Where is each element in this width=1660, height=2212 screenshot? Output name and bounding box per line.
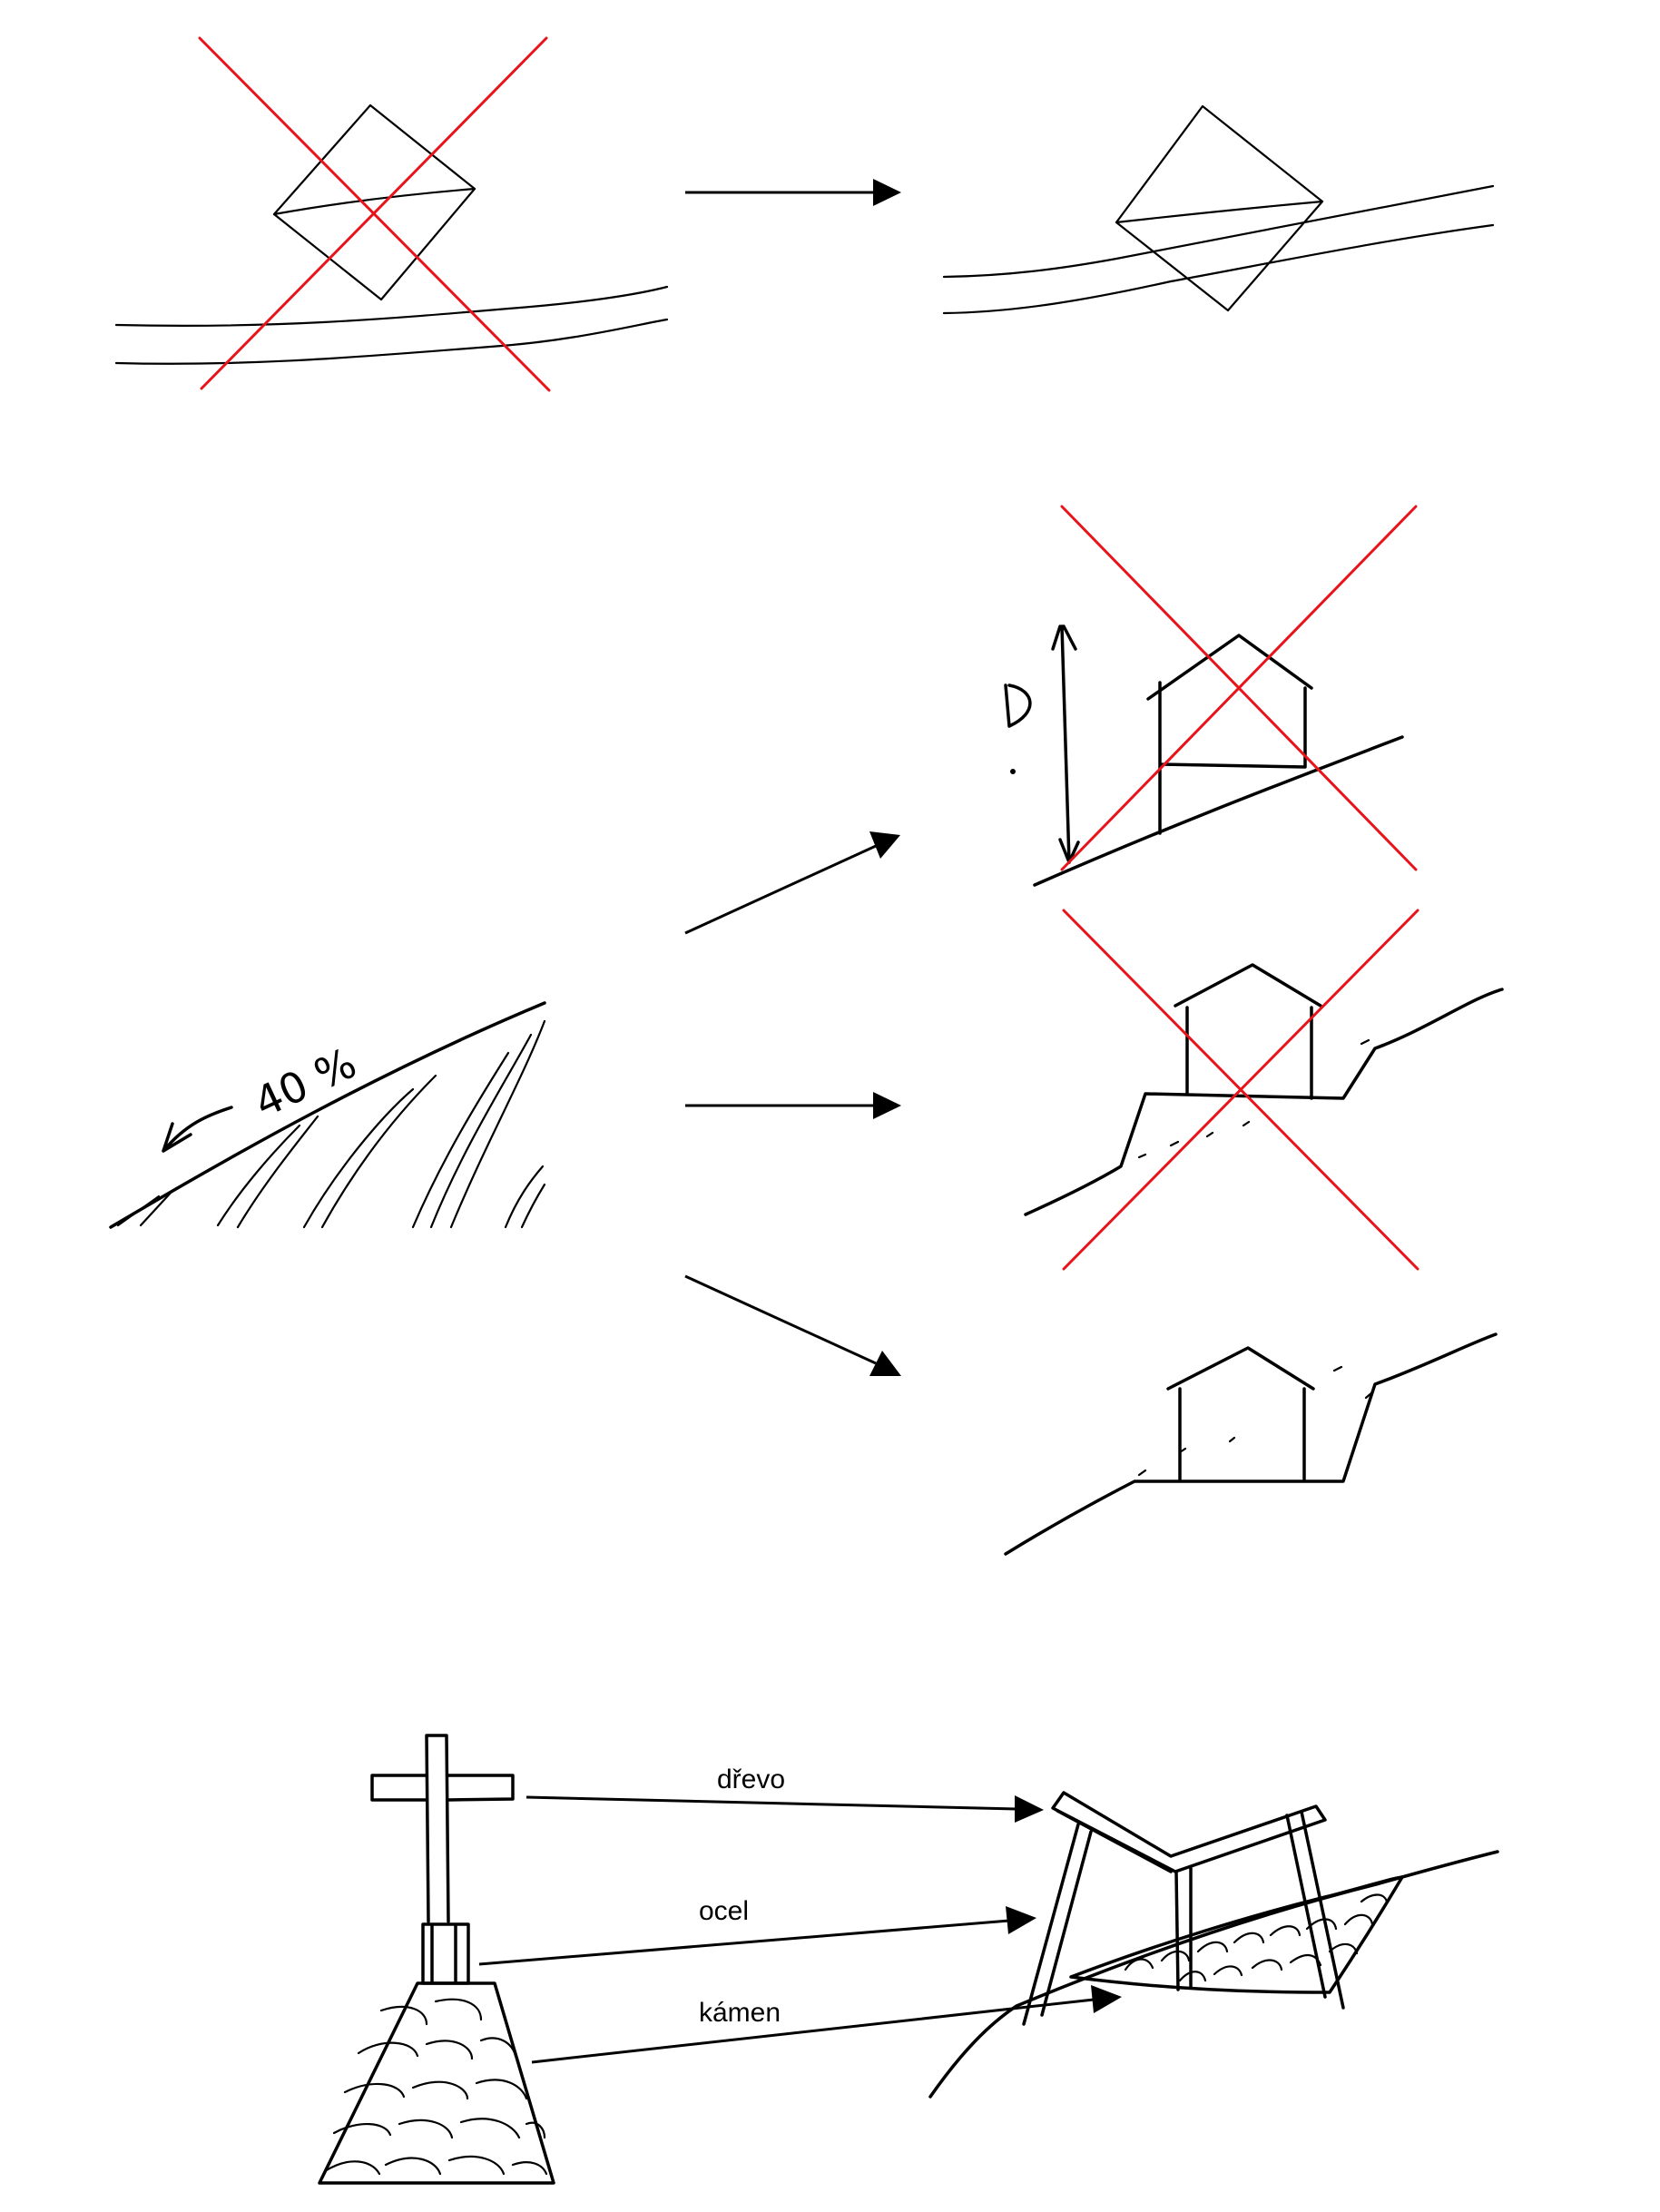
- house-walls: [1185, 1006, 1313, 1100]
- option-embedded-house: [1004, 1332, 1498, 1556]
- excavation-dash: [1137, 1365, 1374, 1477]
- shelter-sketch: [928, 1791, 1499, 2099]
- option-elevated-house: [1004, 505, 1418, 887]
- steel-leg-middle: [1174, 1866, 1193, 1991]
- material-label-wood: dřevo: [717, 1765, 785, 1794]
- steel-leg-right: [1285, 1810, 1345, 2010]
- sketch-accepted-diamond-road: [942, 104, 1495, 315]
- reject-cross-stroke-b: [1062, 909, 1419, 1271]
- house-walls: [1158, 681, 1307, 835]
- diamond-shape: [272, 103, 476, 301]
- steel-leg-left: [1022, 1823, 1093, 2026]
- slope-percent-label: 40 %: [247, 1038, 364, 1127]
- diamond-diagonal: [272, 187, 476, 216]
- terrain-profile: [1004, 1332, 1498, 1556]
- arrow-to-elevated-house: [684, 831, 900, 935]
- option-cut-house: [1024, 909, 1504, 1271]
- house-roof: [1146, 634, 1313, 701]
- slope-line: [109, 1001, 546, 1229]
- arrow-to-cut-house: [685, 1092, 901, 1119]
- material-arrow-steel: [478, 1906, 1036, 1966]
- road-line-lower: [114, 318, 669, 365]
- wooden-roof: [1051, 1791, 1327, 1873]
- road-line-lower: [942, 223, 1495, 315]
- slope-sketch: 40 %: [109, 1001, 546, 1229]
- diamond-shape: [1115, 104, 1324, 312]
- excavation-dash: [1137, 1038, 1370, 1159]
- reject-cross-stroke-b: [1060, 505, 1418, 871]
- reject-cross-stroke-b: [200, 36, 548, 390]
- house-roof: [1166, 1346, 1315, 1391]
- arrow-row1: [685, 179, 901, 206]
- height-arrow: [1051, 624, 1080, 864]
- stone-platform: [1069, 1875, 1404, 1994]
- sketch-rejected-diamond-road: [114, 36, 669, 392]
- terrain-profile: [1024, 988, 1504, 1216]
- arrow-to-embedded-house: [684, 1274, 901, 1376]
- summit-cross-sketch: [318, 1734, 555, 2185]
- road-line-upper: [114, 285, 669, 327]
- cross-vertical-beam: [425, 1734, 450, 1923]
- stone-pattern: [323, 1998, 548, 2176]
- material-label-stone: kámen: [699, 1998, 781, 2028]
- diamond-diagonal: [1115, 200, 1324, 224]
- stone-plinth-outline: [318, 1981, 555, 2185]
- height-mark-glyph: [1004, 683, 1032, 728]
- ground-slope: [1033, 735, 1404, 887]
- material-label-steel: ocel: [699, 1896, 749, 1926]
- material-arrow-wood: [526, 1795, 1044, 1823]
- house-roof: [1174, 963, 1322, 1008]
- house-walls: [1178, 1387, 1306, 1481]
- material-arrow-stone: [531, 1985, 1122, 2064]
- steel-base: [421, 1922, 470, 1985]
- slope-direction-arrow-icon: [162, 1106, 233, 1153]
- slope-hatching: [116, 1019, 546, 1229]
- cross-horizontal-beam: [370, 1774, 515, 1802]
- platform-stone-pattern: [1124, 1893, 1389, 1982]
- height-mark-dot: [1010, 769, 1016, 774]
- road-line-upper: [942, 184, 1495, 279]
